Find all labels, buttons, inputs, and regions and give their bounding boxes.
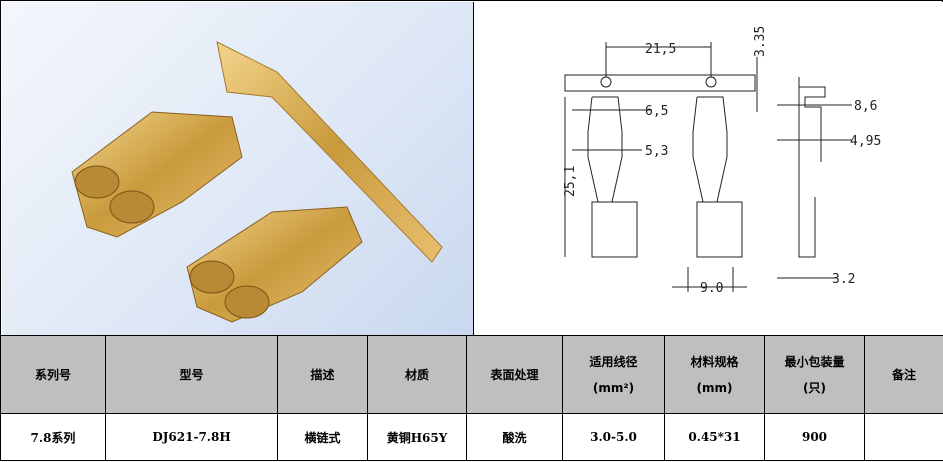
- dim-width: 9.0: [700, 281, 723, 296]
- cell-series: 7.8系列: [0, 413, 106, 461]
- dim-crimp-width: 5,3: [645, 144, 668, 159]
- cell-surface: 酸洗: [466, 413, 563, 461]
- cell-notes: [864, 413, 943, 461]
- header-description: 描述: [277, 335, 368, 414]
- cell-material: 黄铜H65Y: [367, 413, 467, 461]
- header-line2: (mm²): [592, 380, 635, 395]
- dim-thickness: 3.2: [832, 272, 855, 287]
- dim-side-height: 8,6: [854, 99, 877, 114]
- product-photo: [2, 2, 473, 336]
- dim-pitch: 21,5: [645, 42, 676, 57]
- spec-table: 系列号 型号 描述 材质 表面处理 适用线径 (mm²) 材料规格 (mm) 最小包…: [0, 335, 943, 461]
- header-series: 系列号: [0, 335, 106, 414]
- header-model: 型号: [105, 335, 278, 414]
- header-line2: (只): [803, 380, 826, 395]
- header-material-spec: 材料规格 (mm): [664, 335, 765, 414]
- header-line1: 适用线径: [589, 354, 638, 369]
- header-min-pack: 最小包装量 (只): [764, 335, 865, 414]
- carrier-strip: [216, 41, 443, 263]
- table-header-row: 系列号 型号 描述 材质 表面处理 适用线径 (mm²) 材料规格 (mm) 最小包…: [0, 335, 943, 414]
- header-surface: 表面处理: [466, 335, 563, 414]
- cell-description: 横链式: [277, 413, 368, 461]
- dim-carrier-height: 3.35: [753, 26, 768, 57]
- table-row: 7.8系列 DJ621-7.8H 横链式 黄铜H65Y 酸洗 3.0-5.0 0…: [0, 413, 943, 461]
- dim-top-width: 6,5: [645, 104, 668, 119]
- header-material: 材质: [367, 335, 467, 414]
- product-panel: 21,5 3.35 6,5 5,3 25,1 9.0 8,6 4,95 3.2: [0, 0, 943, 336]
- header-wire-range: 适用线径 (mm²): [562, 335, 665, 414]
- dim-length: 25,1: [563, 166, 578, 197]
- header-notes: 备注: [864, 335, 943, 414]
- cell-material-spec: 0.45*31: [664, 413, 765, 461]
- header-line1: 最小包装量: [784, 354, 845, 369]
- cell-model: DJ621-7.8H: [105, 413, 278, 461]
- dim-side-mid: 4,95: [850, 134, 881, 149]
- technical-drawing: 21,5 3.35 6,5 5,3 25,1 9.0 8,6 4,95 3.2: [473, 2, 943, 336]
- cell-wire-range: 3.0-5.0: [562, 413, 665, 461]
- header-line1: 材料规格: [690, 354, 739, 369]
- header-line2: (mm): [696, 380, 733, 395]
- cell-min-pack: 900: [764, 413, 865, 461]
